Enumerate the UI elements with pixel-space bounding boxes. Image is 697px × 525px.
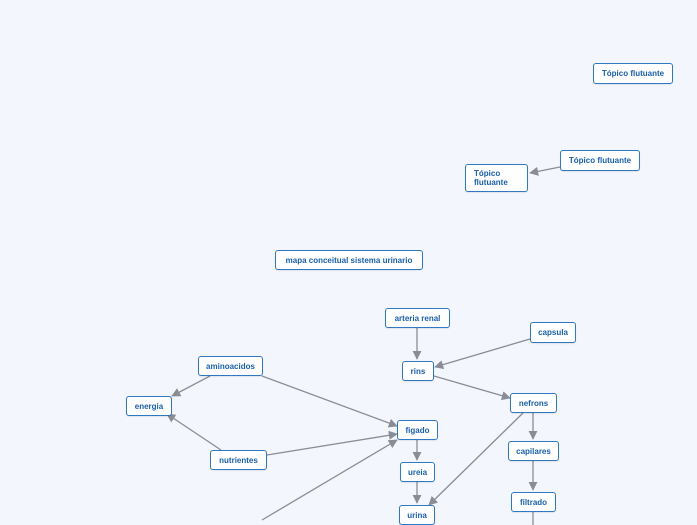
node-label: filtrado xyxy=(519,497,548,507)
node-label: Tópico flutuante xyxy=(601,69,665,78)
floating-topic-node[interactable]: Tópico flutuante xyxy=(560,150,640,171)
edge-rins-to-nefrons xyxy=(433,375,511,401)
node-label: capilares xyxy=(516,446,551,456)
floating-topic-node[interactable]: Tópico flutuante xyxy=(465,164,528,192)
edge-aminoacidos-to-figado xyxy=(261,375,398,428)
edge-offscreen-to-figado xyxy=(261,439,398,521)
concept-node-energia[interactable]: energia xyxy=(126,396,172,416)
edge-nutrientes-to-energia xyxy=(166,413,222,451)
node-label: mapa conceitual sistema urinario xyxy=(285,255,413,265)
concept-node-nefrons[interactable]: nefrons xyxy=(510,393,557,413)
node-label: Tópico flutuante xyxy=(568,156,632,165)
concept-node-rins[interactable]: rins xyxy=(402,361,434,381)
node-label: capsula xyxy=(538,328,568,337)
node-label: ureia xyxy=(407,467,428,477)
concept-node-nutrientes[interactable]: nutrientes xyxy=(210,450,267,470)
node-label: urina xyxy=(407,510,427,520)
node-label: arteria renal xyxy=(394,313,441,323)
node-label: nutrientes xyxy=(219,455,258,465)
edge-aminoacidos-to-energia xyxy=(171,375,211,397)
node-label: Tópico flutuante xyxy=(474,169,508,187)
floating-topic-node[interactable]: Tópico flutuante xyxy=(593,63,673,84)
node-label: energia xyxy=(134,401,164,411)
node-label: nefrons xyxy=(518,398,549,408)
edge-topico2-to-topico3 xyxy=(529,166,561,176)
concept-node-capilares[interactable]: capilares xyxy=(508,441,559,461)
concept-node-figado[interactable]: figado xyxy=(397,420,438,440)
node-label: rins xyxy=(410,366,426,376)
concept-node-filtrado[interactable]: filtrado xyxy=(511,492,556,512)
node-label: figado xyxy=(405,425,430,435)
concept-node-ureia[interactable]: ureia xyxy=(400,462,435,482)
node-label: aminoacidos xyxy=(206,361,255,371)
concept-node-arteria-renal[interactable]: arteria renal xyxy=(385,308,450,328)
concept-node-urina[interactable]: urina xyxy=(399,505,435,525)
concept-node-capsula[interactable]: capsula xyxy=(530,322,576,343)
concept-node-aminoacidos[interactable]: aminoacidos xyxy=(198,356,263,376)
edge-capsula-to-rins xyxy=(434,338,531,370)
central-topic-node[interactable]: mapa conceitual sistema urinario xyxy=(275,250,423,270)
edge-nutrientes-to-figado xyxy=(266,430,398,456)
edge-nefrons-to-urina xyxy=(428,412,524,506)
